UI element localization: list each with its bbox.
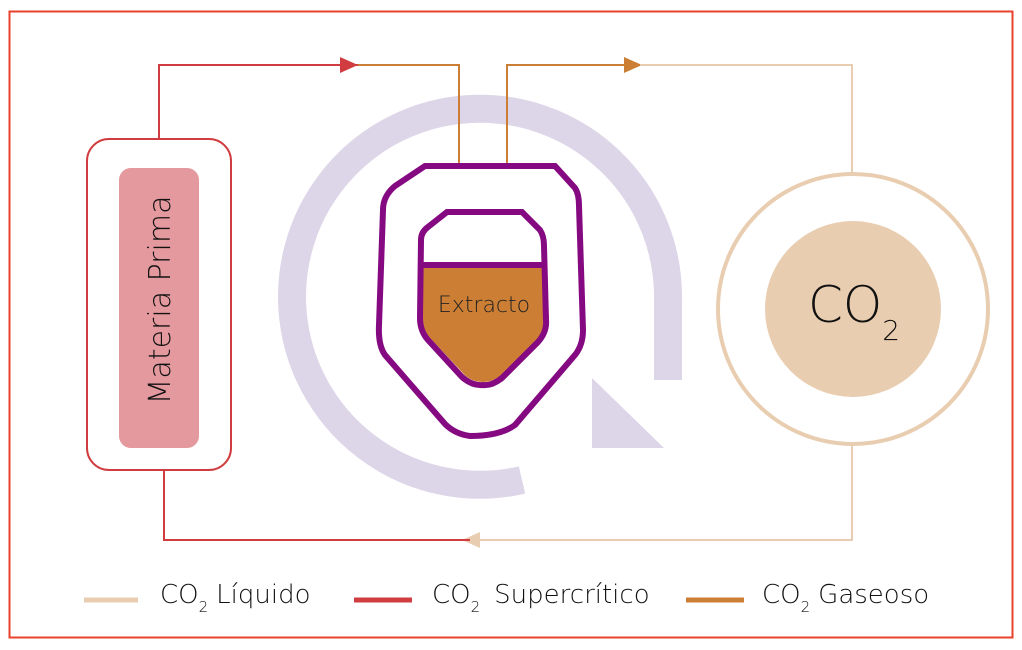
- arrow-right-icon: [624, 57, 642, 73]
- raw-material-fill: [119, 168, 199, 448]
- extractor-vessel-inner: [416, 209, 550, 389]
- frame-border: [8, 10, 1014, 639]
- extract-fill: [421, 265, 549, 382]
- liquid-line-top: [640, 64, 853, 222]
- supercritical-line-bottom: [163, 470, 470, 541]
- arrow-right-icon: [340, 57, 358, 73]
- cycle-swirl-arrowhead: [592, 378, 664, 448]
- arrow-left-icon: [462, 532, 480, 548]
- co2-label: CO2: [808, 276, 900, 347]
- gaseous-line-in: [358, 64, 460, 166]
- extract-label: Extracto: [438, 293, 530, 318]
- cycle-swirl-arc: [278, 94, 683, 499]
- supercritical-line-top: [158, 64, 358, 139]
- gaseous-line-out: [506, 64, 640, 166]
- co2-tank-core: [765, 221, 941, 397]
- raw-material-label: Materia Prima: [143, 196, 178, 405]
